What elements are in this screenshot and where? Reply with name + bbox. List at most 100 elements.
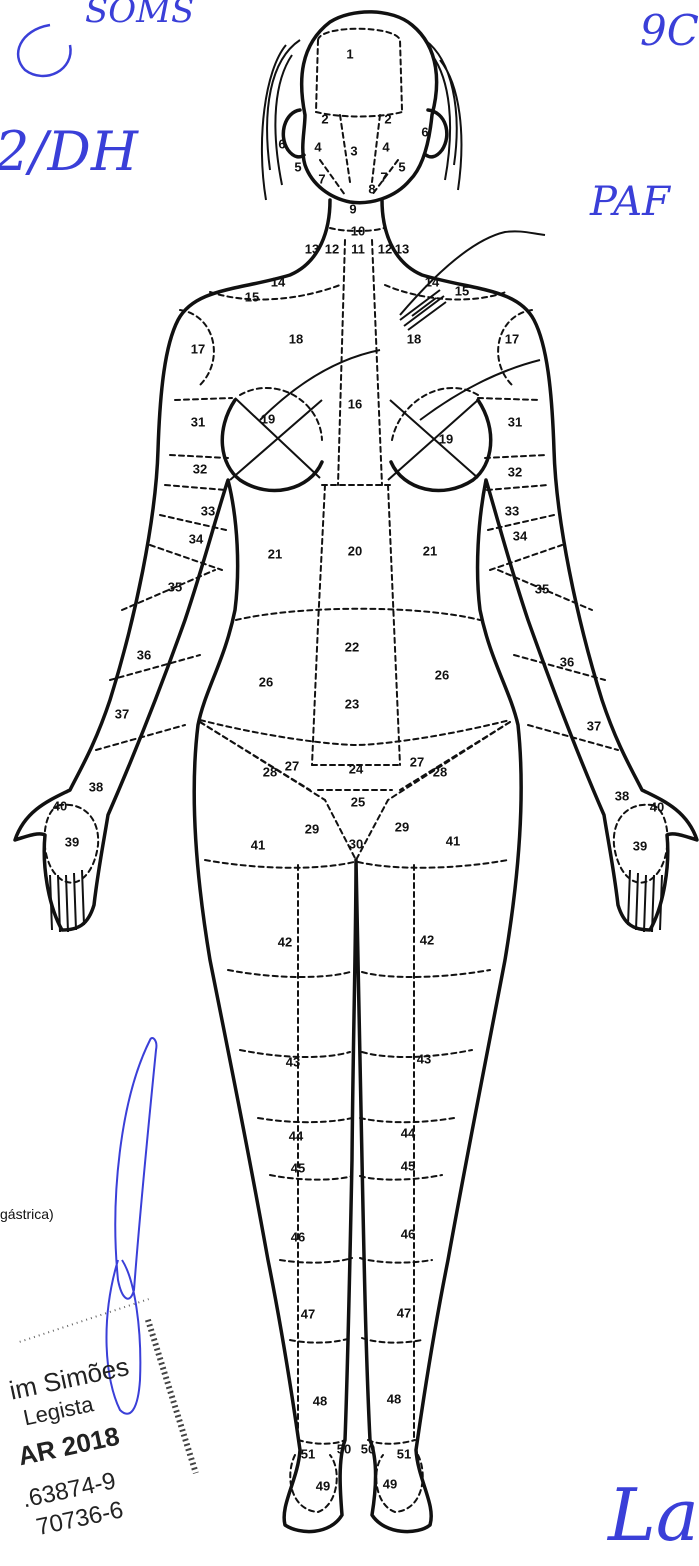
region-label: 21	[268, 546, 282, 561]
region-label: 43	[286, 1054, 300, 1069]
region-label: 49	[383, 1476, 397, 1491]
region-label: 4	[382, 139, 390, 154]
region-label: 33	[505, 503, 519, 518]
region-label: 47	[301, 1306, 315, 1321]
region-label: 2	[321, 111, 328, 126]
official-stamp: im Simões Legista AR 2018 .63874-9 70736…	[0, 1297, 203, 1543]
region-label: 34	[513, 528, 528, 543]
region-label: 35	[535, 581, 549, 596]
region-label: 14	[271, 274, 286, 289]
region-label: 47	[397, 1305, 411, 1320]
region-label: 7	[380, 169, 387, 184]
region-label: 31	[508, 414, 522, 429]
region-label: 44	[289, 1128, 304, 1143]
region-label: 29	[395, 819, 409, 834]
region-label: 46	[291, 1229, 305, 1244]
region-label: 4	[314, 139, 322, 154]
region-label: 51	[397, 1446, 411, 1461]
region-label: 12	[378, 241, 392, 256]
handwritten-top-right-label: PAF	[589, 179, 671, 225]
region-label: 13	[305, 241, 319, 256]
region-label: 22	[345, 639, 359, 654]
hair-left	[262, 40, 300, 200]
region-label: 5	[398, 159, 405, 174]
region-label: 32	[193, 461, 207, 476]
region-label: 27	[285, 758, 299, 773]
region-label: 15	[245, 289, 259, 304]
region-label: 17	[191, 341, 205, 356]
left-fingers	[50, 870, 84, 932]
region-label: 37	[115, 706, 129, 721]
region-label: 30	[349, 836, 363, 851]
region-label: 15	[455, 283, 469, 298]
region-label: 25	[351, 794, 365, 809]
region-label: 45	[401, 1158, 415, 1173]
region-label: 1	[346, 46, 353, 61]
region-label: 49	[316, 1478, 330, 1493]
region-label: 46	[401, 1226, 415, 1241]
region-label: 39	[633, 838, 647, 853]
region-label: 37	[587, 718, 601, 733]
region-label: 20	[348, 543, 362, 558]
handwritten-loop	[18, 25, 70, 76]
region-label: 33	[201, 503, 215, 518]
caption-fragment: gástrica)	[0, 1206, 54, 1222]
region-label: 19	[261, 411, 275, 426]
region-label: 42	[420, 932, 434, 947]
region-label: 38	[615, 788, 629, 803]
region-label: 28	[263, 764, 277, 779]
region-label: 50	[361, 1441, 375, 1456]
region-label: 21	[423, 543, 437, 558]
region-label: 2	[384, 111, 391, 126]
region-label: 48	[387, 1391, 401, 1406]
region-label: 26	[259, 674, 273, 689]
region-label: 29	[305, 821, 319, 836]
region-label: 8	[368, 181, 375, 196]
region-label: 28	[433, 764, 447, 779]
region-label: 50	[337, 1441, 351, 1456]
region-label: 17	[505, 331, 519, 346]
region-label: 10	[351, 223, 365, 238]
handwritten-bottom-right: La	[606, 1473, 699, 1557]
region-label: 39	[65, 834, 79, 849]
region-label: 23	[345, 696, 359, 711]
region-label: 36	[137, 647, 151, 662]
region-label: 41	[251, 837, 265, 852]
region-label: 36	[560, 654, 574, 669]
region-label: 51	[301, 1446, 315, 1461]
left-ear	[283, 110, 304, 157]
region-label: 14	[425, 274, 440, 289]
right-fingers	[628, 870, 662, 932]
region-label: 32	[508, 464, 522, 479]
region-label: 13	[395, 241, 409, 256]
region-label: 6	[421, 124, 428, 139]
region-label: 26	[435, 667, 449, 682]
region-label: 40	[650, 799, 664, 814]
region-label: 42	[278, 934, 292, 949]
region-label: 7	[318, 171, 325, 186]
region-label: 3	[350, 143, 357, 158]
region-label: 35	[168, 579, 182, 594]
region-label: 19	[439, 431, 453, 446]
region-label: 12	[325, 241, 339, 256]
handwritten-top-right-upper: 9C	[640, 6, 699, 55]
region-numbers: 1 2 2 3 4 4 5 5 6 6 7 7 8 9 10 11 12 12 …	[53, 46, 664, 1493]
region-label: 27	[410, 754, 424, 769]
handwritten-top-left-line1: SOMS	[85, 0, 194, 31]
region-label: 9	[349, 201, 356, 216]
region-label: 38	[89, 779, 103, 794]
region-label: 44	[401, 1125, 416, 1140]
region-label: 5	[294, 159, 301, 174]
region-label: 40	[53, 798, 67, 813]
region-label: 45	[291, 1160, 305, 1175]
region-label: 24	[349, 761, 364, 776]
region-label: 18	[407, 331, 421, 346]
region-label: 16	[348, 396, 362, 411]
region-label: 31	[191, 414, 205, 429]
region-label: 48	[313, 1393, 327, 1408]
region-label: 18	[289, 331, 303, 346]
region-label: 6	[278, 136, 285, 151]
region-label: 11	[351, 241, 365, 256]
